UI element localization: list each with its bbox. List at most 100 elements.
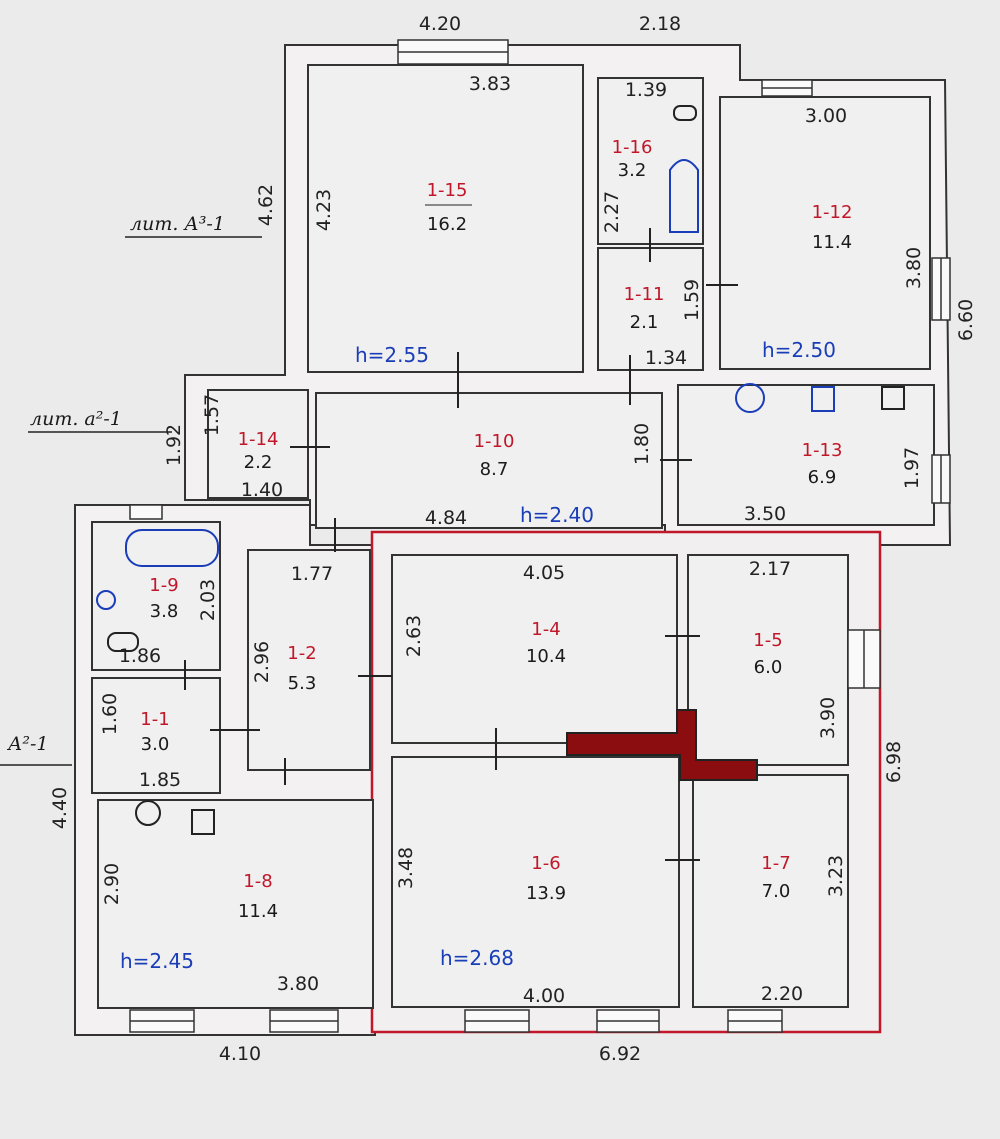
- room-1-8: [97, 799, 374, 1009]
- svg-text:1.59: 1.59: [681, 279, 703, 321]
- svg-text:4.05: 4.05: [523, 562, 565, 584]
- svg-text:1-11: 1-11: [624, 284, 665, 305]
- room-1-14: [207, 389, 309, 499]
- doors: [184, 228, 738, 861]
- washbasin-icon: [735, 383, 765, 413]
- svg-text:11.4: 11.4: [238, 901, 278, 922]
- svg-text:3.90: 3.90: [817, 697, 839, 739]
- svg-text:1-13: 1-13: [802, 440, 843, 461]
- svg-text:1.97: 1.97: [901, 447, 923, 489]
- svg-text:2.20: 2.20: [761, 983, 803, 1005]
- fixtures-dark: [107, 105, 905, 835]
- svg-text:3.23: 3.23: [825, 855, 847, 897]
- washbasin-icon: [96, 590, 116, 610]
- svg-text:2.27: 2.27: [601, 191, 623, 233]
- svg-text:8.7: 8.7: [480, 459, 509, 480]
- svg-text:1.77: 1.77: [291, 563, 333, 585]
- svg-text:1-2: 1-2: [287, 643, 316, 664]
- svg-text:4.20: 4.20: [419, 13, 461, 35]
- svg-text:1.60: 1.60: [99, 693, 121, 735]
- svg-text:лит. а²-1: лит. а²-1: [30, 408, 122, 430]
- stove-icon: [566, 709, 758, 781]
- windows: [129, 39, 951, 1033]
- svg-text:1-1: 1-1: [140, 709, 169, 730]
- svg-text:1-14: 1-14: [238, 429, 279, 450]
- svg-text:лит. А³-1: лит. А³-1: [130, 213, 225, 235]
- svg-text:2.17: 2.17: [749, 558, 791, 580]
- room-1-6: [391, 756, 680, 1008]
- meter-icon: [191, 809, 215, 835]
- svg-text:1-7: 1-7: [761, 853, 790, 874]
- svg-text:1.39: 1.39: [625, 79, 667, 101]
- svg-text:5.3: 5.3: [288, 673, 317, 694]
- svg-text:h=2.40: h=2.40: [520, 503, 594, 527]
- svg-text:6.9: 6.9: [808, 467, 837, 488]
- svg-text:1-10: 1-10: [474, 431, 515, 452]
- svg-text:6.60: 6.60: [955, 299, 977, 341]
- svg-text:1.86: 1.86: [119, 645, 161, 667]
- svg-text:3.80: 3.80: [277, 973, 319, 995]
- svg-text:4.10: 4.10: [219, 1043, 261, 1065]
- room-1-5: [687, 554, 849, 766]
- svg-text:1-12: 1-12: [812, 202, 853, 223]
- svg-text:1-16: 1-16: [612, 137, 653, 158]
- svg-text:2.96: 2.96: [251, 641, 273, 683]
- svg-text:1-15: 1-15: [427, 180, 468, 201]
- svg-text:6.92: 6.92: [599, 1043, 641, 1065]
- svg-text:3.2: 3.2: [618, 160, 647, 181]
- svg-text:h=2.50: h=2.50: [762, 338, 836, 362]
- svg-text:1-9: 1-9: [149, 575, 178, 596]
- svg-text:16.2: 16.2: [427, 214, 467, 235]
- svg-text:1.34: 1.34: [645, 347, 687, 369]
- room-1-12: [719, 96, 931, 370]
- boiler-icon: [811, 386, 835, 412]
- svg-text:11.4: 11.4: [812, 232, 852, 253]
- room-1-11: [597, 247, 704, 371]
- svg-text:1.57: 1.57: [201, 394, 223, 436]
- svg-text:13.9: 13.9: [526, 883, 566, 904]
- room-1-1: [91, 677, 221, 794]
- svg-text:4.84: 4.84: [425, 507, 467, 529]
- toilet-icon: [673, 105, 697, 121]
- toilet-icon: [107, 632, 139, 652]
- room-labels: 1-15 16.2 1-16 3.2 1-11 2.1 1-12 11.4 1-…: [140, 137, 852, 922]
- svg-text:3.80: 3.80: [903, 247, 925, 289]
- svg-text:2.90: 2.90: [101, 863, 123, 905]
- room-1-7: [692, 774, 849, 1008]
- svg-text:4.23: 4.23: [313, 189, 335, 231]
- svg-text:4.62: 4.62: [255, 184, 277, 226]
- svg-text:4.40: 4.40: [49, 787, 71, 829]
- svg-text:1-5: 1-5: [753, 630, 782, 651]
- ceiling-heights: h=2.55 h=2.50 h=2.40 h=2.45 h=2.68: [120, 338, 836, 973]
- svg-text:h=2.68: h=2.68: [440, 946, 514, 970]
- room-1-4: [391, 554, 678, 744]
- room-1-2: [247, 549, 371, 771]
- svg-text:10.4: 10.4: [526, 646, 566, 667]
- dimensions: 4.20 2.18 3.83 1.39 3.00 1.34 1.40 4.84 …: [119, 13, 847, 1065]
- svg-text:6.0: 6.0: [754, 657, 783, 678]
- svg-text:2.03: 2.03: [197, 579, 219, 621]
- room-1-15: [307, 64, 584, 373]
- svg-text:1.92: 1.92: [163, 424, 185, 466]
- svg-text:4.00: 4.00: [523, 985, 565, 1007]
- bathtub-icon: [669, 159, 699, 233]
- room-1-10: [315, 392, 663, 529]
- bathtub-icon: [125, 529, 219, 567]
- svg-text:3.50: 3.50: [744, 503, 786, 525]
- svg-text:2.1: 2.1: [630, 312, 659, 333]
- stove-icon: [881, 386, 905, 410]
- dimensions-vertical: 4.62 4.23 2.27 1.59 3.80 6.60 1.57 1.92 …: [49, 184, 977, 905]
- svg-text:7.0: 7.0: [762, 881, 791, 902]
- svg-text:2.63: 2.63: [403, 615, 425, 657]
- svg-text:1.40: 1.40: [241, 479, 283, 501]
- svg-text:3.83: 3.83: [469, 73, 511, 95]
- svg-text:1-4: 1-4: [531, 619, 560, 640]
- svg-text:3.0: 3.0: [141, 734, 170, 755]
- svg-text:3.00: 3.00: [805, 105, 847, 127]
- svg-text:6.98: 6.98: [883, 741, 905, 783]
- sink-icon: [135, 800, 161, 826]
- fixtures: [96, 159, 699, 610]
- svg-text:h=2.45: h=2.45: [120, 949, 194, 973]
- svg-text:1-8: 1-8: [243, 871, 272, 892]
